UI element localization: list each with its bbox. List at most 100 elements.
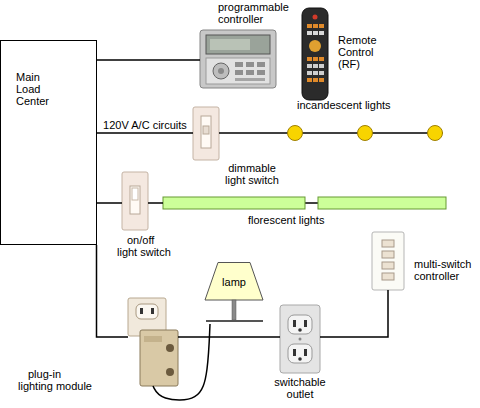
edge-label: 120V A/C circuits: [95, 119, 195, 131]
on-off-switch-plate-part: [130, 186, 140, 214]
remote-control-device-part: [307, 57, 312, 61]
remote-control-device-part: [307, 31, 312, 35]
device-label: on/off light switch: [117, 234, 173, 258]
remote-control-device-part: [313, 15, 318, 20]
lamp-stand: [232, 300, 236, 320]
device-label: incandescent lights: [297, 99, 417, 111]
programmable-controller-device-part: [246, 62, 254, 67]
on-off-switch-plate-part: [122, 172, 148, 230]
remote-control-device-part: [307, 24, 312, 28]
load-center-box: Main Load Center: [0, 40, 97, 245]
dimmer-switch-plate-part: [193, 107, 219, 160]
switchable-outlet-plate-part: [288, 315, 312, 334]
remote-control-device-part: [319, 78, 324, 82]
programmable-controller-device-part: [206, 58, 270, 84]
switchable-outlet-plate-part: [293, 320, 296, 327]
remote-control-device-part: [313, 24, 318, 28]
remote-control-device-part: [302, 8, 328, 100]
remote-control-device-part: [313, 78, 318, 82]
programmable-controller-device-part: [206, 35, 270, 54]
switchable-outlet-plate: [280, 305, 320, 373]
remote-control-device-part: [309, 40, 321, 52]
remote-control-device-part: [319, 64, 324, 68]
fluorescent-tubes-part: [318, 197, 446, 209]
wire: [97, 132, 193, 134]
device-label: plug-in lighting module: [18, 368, 98, 392]
box-title: Main Load Center: [16, 71, 61, 107]
incandescent-lights: incandescent lights: [287, 125, 443, 141]
programmable-controller-device-part: [213, 63, 229, 79]
remote-control-device-part: [319, 57, 324, 61]
on-off-switch-plate: [122, 172, 148, 230]
switchable-outlet-plate-part: [298, 328, 302, 332]
remote-control-device-part: [307, 64, 312, 68]
wire: [148, 202, 163, 204]
wire: [178, 336, 280, 338]
fluorescent-tubes: [163, 197, 446, 209]
incandescent-bulbs-part: [358, 126, 373, 141]
programmable-controller-device-part: [246, 70, 254, 75]
switchable-outlet-plate-part: [299, 338, 302, 341]
multi-switch-plate-part: [372, 232, 404, 290]
dimmer-switch-plate-part: [203, 126, 209, 134]
incandescent-bulbs-part: [428, 126, 443, 141]
fluorescent-tubes-part: [163, 197, 305, 209]
remote-control-device-part: [319, 31, 324, 35]
switchable-outlet-plate-part: [293, 349, 296, 356]
lamp-base: [206, 320, 263, 322]
wire: [320, 290, 388, 337]
programmable-controller-device-part: [210, 39, 250, 50]
device-label: florescent lights: [248, 214, 358, 226]
switchable-outlet-plate-part: [304, 320, 307, 327]
wire: [97, 202, 122, 204]
multi-switch-plate-part: [382, 273, 394, 280]
remote-control-device-part: [307, 71, 312, 75]
incandescent-bulbs: [287, 126, 443, 141]
plug-in-module-device-part: [151, 308, 154, 314]
fluorescent-tubes-part: [305, 202, 318, 204]
on-off-switch-plate-part: [132, 188, 138, 200]
remote-control-device-part: [319, 71, 324, 75]
multi-switch-plate-part: [382, 262, 394, 269]
remote-control-device-part: [313, 64, 318, 68]
programmable-controller-device-part: [257, 70, 265, 75]
dimmer-switch: dimmable light switch: [193, 107, 219, 160]
incandescent-bulbs-part: [288, 126, 303, 141]
remote-control: Remote Control (RF): [302, 8, 328, 100]
plug-in-module-device-part: [166, 368, 174, 376]
remote-control-device-part: [313, 57, 318, 61]
programmable-controller-device-part: [235, 62, 243, 67]
multi-switch-plate-part: [382, 251, 394, 258]
plug-in-module-device-part: [140, 308, 143, 314]
remote-control-device-part: [307, 78, 312, 82]
device-label: dimmable light switch: [220, 162, 284, 186]
device-label: switchable outlet: [265, 376, 335, 400]
wire: [97, 59, 200, 61]
remote-control-device: [302, 8, 328, 100]
wire: [97, 245, 129, 337]
device-label: programmable controller: [218, 1, 298, 25]
dimmer-switch-plate: [193, 107, 219, 160]
device-label: multi-switch controller: [414, 258, 476, 282]
switchable-outlet: switchable outlet: [280, 305, 320, 373]
plug-in-module-device-part: [136, 304, 158, 319]
remote-control-device-part: [313, 71, 318, 75]
programmable-controller-device-part: [235, 78, 265, 81]
plug-in-module-device-part: [166, 344, 174, 352]
switchable-outlet-plate-part: [288, 344, 312, 363]
programmable-controller-device-part: [200, 30, 276, 88]
switchable-outlet-plate-part: [304, 349, 307, 356]
programmable-controller-device-part: [235, 70, 243, 75]
multi-switch-plate-part: [382, 240, 394, 247]
programmable-controller: programmable controller: [200, 30, 276, 88]
multi-switch-plate: [372, 232, 404, 290]
plug-in-module: plug-in lighting module: [128, 298, 178, 386]
device-label: Remote Control (RF): [338, 34, 388, 70]
programmable-controller-device-part: [218, 68, 224, 74]
multi-switch-controller: multi-switch controller: [372, 232, 404, 290]
wire: [153, 324, 210, 400]
switchable-outlet-plate-part: [280, 305, 320, 373]
fluorescent-lights: florescent lights: [163, 197, 446, 209]
